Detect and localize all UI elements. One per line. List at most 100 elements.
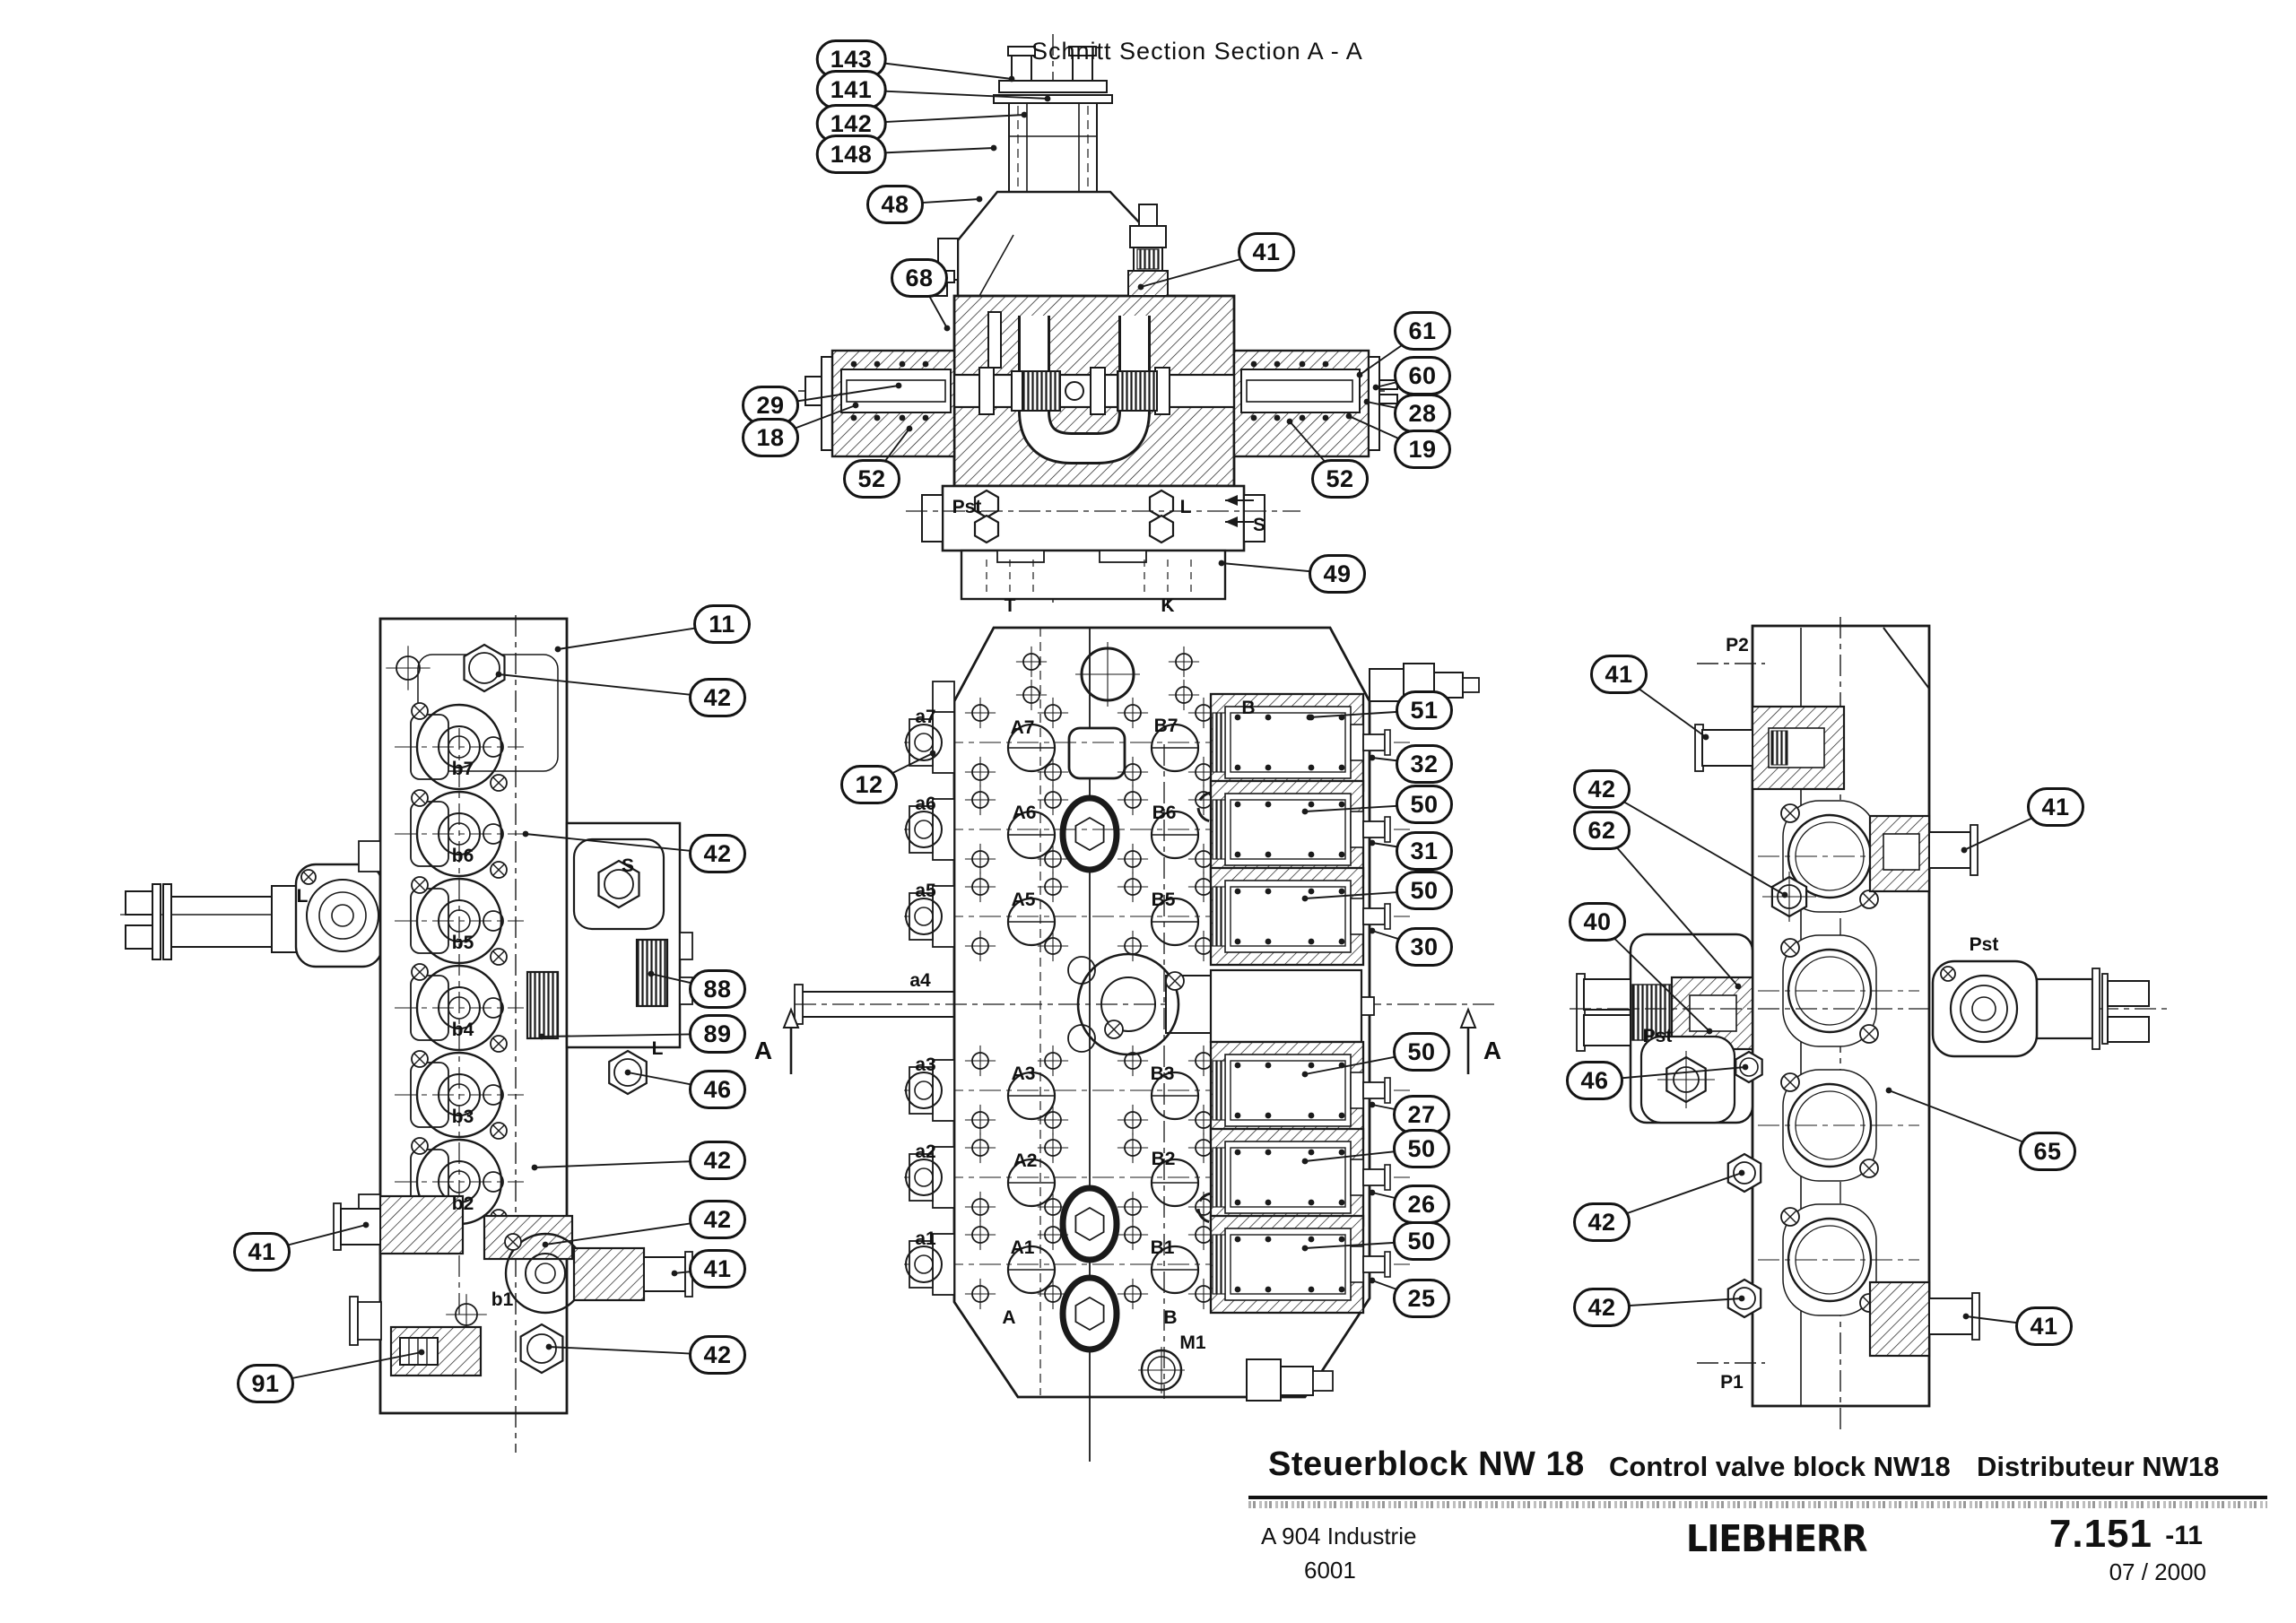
- callout-26: 26: [1393, 1185, 1450, 1224]
- port-label-K: K: [1161, 595, 1175, 616]
- title-divider-line: [1248, 1496, 2267, 1499]
- document-index: -11: [2165, 1521, 2203, 1550]
- port-label-B7: B7: [1153, 716, 1178, 736]
- machine-model: A 904 Industrie: [1261, 1523, 1417, 1549]
- callout-91: 91: [237, 1364, 294, 1403]
- port-label-B2: B2: [1151, 1149, 1176, 1169]
- port-label-B: B: [1241, 698, 1256, 718]
- drawing-title-fr: Distributeur NW18: [1977, 1451, 2220, 1482]
- port-label-A2: A2: [1013, 1150, 1038, 1171]
- port-label-T: T: [1004, 595, 1016, 616]
- callout-41: 41: [2027, 787, 2084, 827]
- port-label-b4: b4: [451, 1020, 474, 1040]
- port-label-A3: A3: [1011, 1063, 1036, 1084]
- callout-46: 46: [1566, 1061, 1623, 1100]
- port-label-B3: B3: [1150, 1063, 1175, 1084]
- callout-18: 18: [742, 418, 799, 457]
- port-label-S: S: [621, 855, 635, 876]
- callout-52: 52: [1311, 459, 1369, 499]
- callout-42: 42: [689, 1335, 746, 1375]
- drawing-title-de: Steuerblock NW 18: [1268, 1445, 1585, 1483]
- port-label-L: L: [651, 1038, 664, 1059]
- front-view-valve-block: [794, 626, 1498, 1462]
- port-label-B5: B5: [1151, 890, 1176, 910]
- machine-code: 6001: [1304, 1557, 1356, 1584]
- port-label-A: A: [1002, 1307, 1016, 1328]
- callout-11: 11: [693, 604, 751, 644]
- title-block: Steuerblock NW 18 Control valve block NW…: [1248, 1440, 2271, 1610]
- callout-42: 42: [689, 834, 746, 873]
- document-number: 7.151: [2048, 1512, 2152, 1556]
- callout-41: 41: [1238, 232, 1295, 272]
- title-divider-speckle: [1248, 1501, 2267, 1508]
- port-label-a7: a7: [915, 707, 936, 727]
- port-label-b5: b5: [451, 933, 474, 953]
- port-label-B1: B1: [1150, 1237, 1175, 1258]
- callout-65: 65: [2019, 1132, 2076, 1171]
- section-plane-arrow-label: A: [753, 1037, 773, 1064]
- drawing-title-en: Control valve block NW18: [1609, 1451, 1951, 1482]
- callout-30: 30: [1396, 927, 1453, 967]
- port-label-M1: M1: [1179, 1332, 1206, 1353]
- callout-60: 60: [1394, 356, 1451, 395]
- callout-12: 12: [840, 765, 898, 804]
- port-label-a5: a5: [915, 881, 936, 901]
- callout-41: 41: [233, 1232, 291, 1271]
- callout-41: 41: [1590, 655, 1648, 694]
- callout-32: 32: [1396, 744, 1453, 784]
- port-label-a3: a3: [915, 1055, 936, 1075]
- callout-41: 41: [689, 1249, 746, 1289]
- callout-88: 88: [689, 969, 746, 1009]
- port-label-a2: a2: [915, 1141, 936, 1162]
- callout-28: 28: [1394, 394, 1451, 433]
- port-label-Pst: Pst: [1969, 934, 1999, 955]
- callout-42: 42: [1573, 769, 1631, 809]
- port-label-b3: b3: [451, 1107, 474, 1127]
- callout-50: 50: [1393, 1129, 1450, 1168]
- section-plane-arrow-label: A: [1483, 1037, 1502, 1064]
- callout-50: 50: [1396, 785, 1453, 824]
- callout-41: 41: [2015, 1306, 2073, 1346]
- left-side-view: [120, 615, 693, 1453]
- callout-42: 42: [689, 1200, 746, 1239]
- callout-62: 62: [1573, 811, 1631, 850]
- callout-42: 42: [1573, 1288, 1631, 1327]
- port-label-b6: b6: [451, 846, 474, 866]
- callout-148: 148: [815, 135, 887, 174]
- callout-25: 25: [1393, 1279, 1450, 1318]
- port-label-P1: P1: [1720, 1372, 1744, 1393]
- callout-49: 49: [1309, 554, 1366, 594]
- callout-42: 42: [689, 678, 746, 717]
- callout-19: 19: [1394, 430, 1451, 469]
- callout-89: 89: [689, 1014, 746, 1054]
- port-label-L: L: [1179, 497, 1192, 517]
- port-label-A6: A6: [1012, 803, 1037, 823]
- port-label-b2: b2: [451, 1193, 474, 1214]
- document-date: 07 / 2000: [2109, 1558, 2206, 1585]
- port-label-a1: a1: [915, 1228, 936, 1249]
- callout-31: 31: [1396, 831, 1453, 871]
- callout-42: 42: [1573, 1202, 1631, 1242]
- port-label-Pst: Pst: [1642, 1026, 1673, 1046]
- callout-61: 61: [1394, 311, 1451, 351]
- callout-50: 50: [1393, 1032, 1450, 1072]
- callout-50: 50: [1396, 871, 1453, 910]
- callout-51: 51: [1396, 690, 1453, 730]
- port-label-P2: P2: [1726, 635, 1749, 655]
- port-label-S: S: [1252, 515, 1266, 535]
- liebherr-logo: LIEBHERR: [1686, 1517, 1868, 1560]
- port-label-L: L: [296, 886, 309, 907]
- port-label-a4: a4: [909, 970, 931, 991]
- port-label-A5: A5: [1011, 890, 1036, 910]
- callout-68: 68: [891, 258, 948, 298]
- port-label-a6: a6: [915, 794, 936, 814]
- callout-50: 50: [1393, 1221, 1450, 1261]
- callout-42: 42: [689, 1141, 746, 1180]
- port-label-b1: b1: [491, 1289, 514, 1310]
- callout-52: 52: [843, 459, 900, 499]
- port-label-B6: B6: [1152, 803, 1177, 823]
- port-label-b7: b7: [451, 759, 474, 779]
- callout-40: 40: [1569, 902, 1626, 942]
- callout-46: 46: [689, 1070, 746, 1109]
